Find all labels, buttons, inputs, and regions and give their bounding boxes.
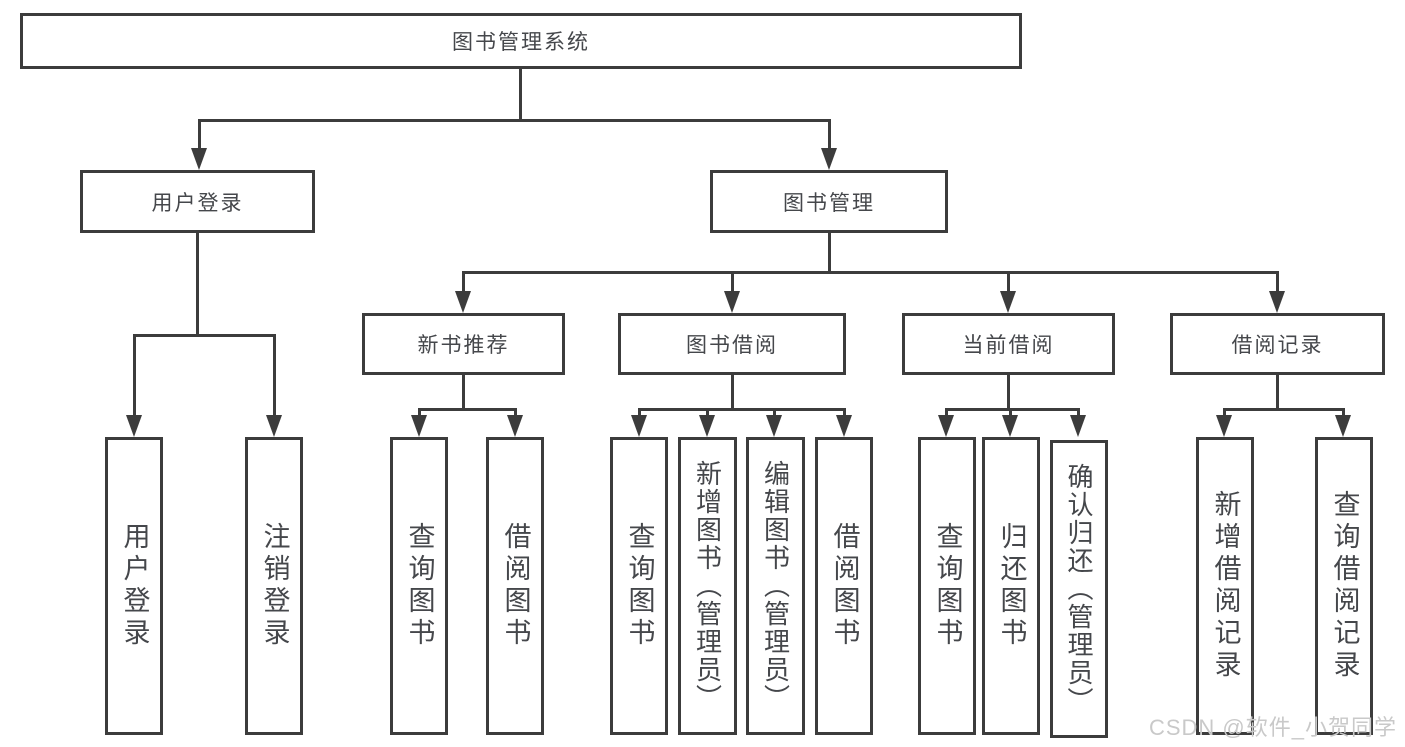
connector-line	[514, 408, 517, 420]
connector-line	[418, 408, 421, 420]
node-borrowing-records-label: 借阅记录	[1231, 334, 1324, 357]
leaf-add-borrow-record: 新增借阅记录	[1196, 437, 1254, 735]
connector-line	[519, 69, 522, 120]
arrow-down-icon	[1000, 291, 1016, 313]
leaf-query-books-borrowing: 查询图书	[610, 437, 668, 735]
connector-line	[133, 334, 276, 337]
leaf-edit-books-admin-label: 编辑图书（管理员）	[760, 460, 791, 712]
node-borrowing-records: 借阅记录	[1170, 313, 1385, 375]
arrow-down-icon	[766, 415, 782, 437]
arrow-down-icon	[266, 415, 282, 437]
arrow-down-icon	[724, 291, 740, 313]
leaf-user-login-label: 用户登录	[119, 522, 150, 650]
connector-line	[462, 271, 1279, 274]
connector-line	[462, 375, 465, 411]
csdn-watermark: CSDN @软件_小贺同学	[1148, 715, 1397, 740]
node-library-system-label: 图书管理系统	[452, 31, 590, 54]
leaf-borrow-books-recommend-label: 借阅图书	[500, 522, 531, 650]
connector-line	[462, 271, 465, 293]
node-book-management-label: 图书管理	[783, 191, 875, 215]
node-current-borrowing: 当前借阅	[902, 313, 1115, 375]
connector-line	[828, 119, 831, 152]
arrow-down-icon	[836, 415, 852, 437]
connector-line	[418, 408, 517, 411]
leaf-logout: 注销登录	[245, 437, 303, 735]
connector-line	[945, 408, 948, 420]
leaf-confirm-return-admin-label: 确认归还（管理员）	[1064, 463, 1094, 715]
node-user-login-label: 用户登录	[151, 191, 244, 215]
arrow-down-icon	[507, 415, 523, 437]
connector-line	[1009, 408, 1012, 420]
arrow-down-icon	[411, 415, 427, 437]
leaf-add-books-admin-label: 新增图书（管理员）	[692, 460, 723, 712]
arrow-down-icon	[631, 415, 647, 437]
arrow-down-icon	[191, 148, 207, 170]
connector-line	[843, 408, 846, 420]
connector-line	[945, 408, 1080, 411]
leaf-query-books-recommend-label: 查询图书	[404, 522, 435, 650]
connector-line	[1007, 375, 1010, 411]
leaf-borrow-books-recommend: 借阅图书	[486, 437, 544, 735]
connector-line	[198, 119, 831, 122]
arrow-down-icon	[1002, 415, 1018, 437]
connector-line	[1276, 375, 1279, 411]
node-book-management: 图书管理	[710, 170, 948, 233]
leaf-query-books-current-label: 查询图书	[932, 522, 963, 650]
arrow-down-icon	[938, 415, 954, 437]
leaf-add-books-admin: 新增图书（管理员）	[678, 437, 737, 735]
connector-line	[133, 334, 136, 418]
connector-line	[638, 408, 641, 420]
leaf-query-borrow-record-label: 查询借阅记录	[1329, 490, 1360, 682]
connector-line	[773, 408, 776, 420]
connector-line	[1223, 408, 1345, 411]
connector-line	[273, 334, 276, 418]
connector-line	[731, 271, 734, 293]
arrow-down-icon	[455, 291, 471, 313]
leaf-edit-books-admin: 编辑图书（管理员）	[746, 437, 805, 735]
connector-line	[1223, 408, 1226, 420]
connector-line	[198, 119, 201, 152]
connector-line	[1276, 271, 1279, 293]
node-new-book-recommend-label: 新书推荐	[417, 334, 510, 357]
leaf-user-login: 用户登录	[105, 437, 163, 735]
connector-line	[1007, 271, 1010, 293]
node-new-book-recommend: 新书推荐	[362, 313, 565, 375]
arrow-down-icon	[126, 415, 142, 437]
leaf-query-borrow-record: 查询借阅记录	[1315, 437, 1373, 735]
connector-line	[828, 233, 831, 272]
leaf-return-books: 归还图书	[982, 437, 1040, 735]
leaf-borrow-books: 借阅图书	[815, 437, 873, 735]
arrow-down-icon	[1335, 415, 1351, 437]
node-book-borrowing: 图书借阅	[618, 313, 846, 375]
node-book-borrowing-label: 图书借阅	[686, 334, 778, 357]
connector-line	[638, 408, 845, 411]
leaf-query-books-borrowing-label: 查询图书	[624, 522, 655, 650]
connector-line	[731, 375, 734, 411]
arrow-down-icon	[699, 415, 715, 437]
arrow-down-icon	[821, 148, 837, 170]
leaf-query-books-recommend: 查询图书	[390, 437, 448, 735]
arrow-down-icon	[1070, 415, 1086, 437]
leaf-logout-label: 注销登录	[259, 522, 290, 650]
arrow-down-icon	[1216, 415, 1232, 437]
node-user-login: 用户登录	[80, 170, 315, 233]
leaf-query-books-current: 查询图书	[918, 437, 976, 735]
node-current-borrowing-label: 当前借阅	[962, 334, 1055, 357]
leaf-borrow-books-label: 借阅图书	[829, 522, 860, 650]
leaf-confirm-return-admin: 确认归还（管理员）	[1050, 440, 1108, 738]
connector-line	[1342, 408, 1345, 420]
connector-line	[196, 233, 199, 335]
leaf-add-borrow-record-label: 新增借阅记录	[1210, 490, 1241, 682]
arrow-down-icon	[1269, 291, 1285, 313]
node-library-system: 图书管理系统	[20, 13, 1022, 69]
connector-line	[1077, 408, 1080, 420]
leaf-return-books-label: 归还图书	[996, 522, 1027, 650]
connector-line	[706, 408, 709, 420]
